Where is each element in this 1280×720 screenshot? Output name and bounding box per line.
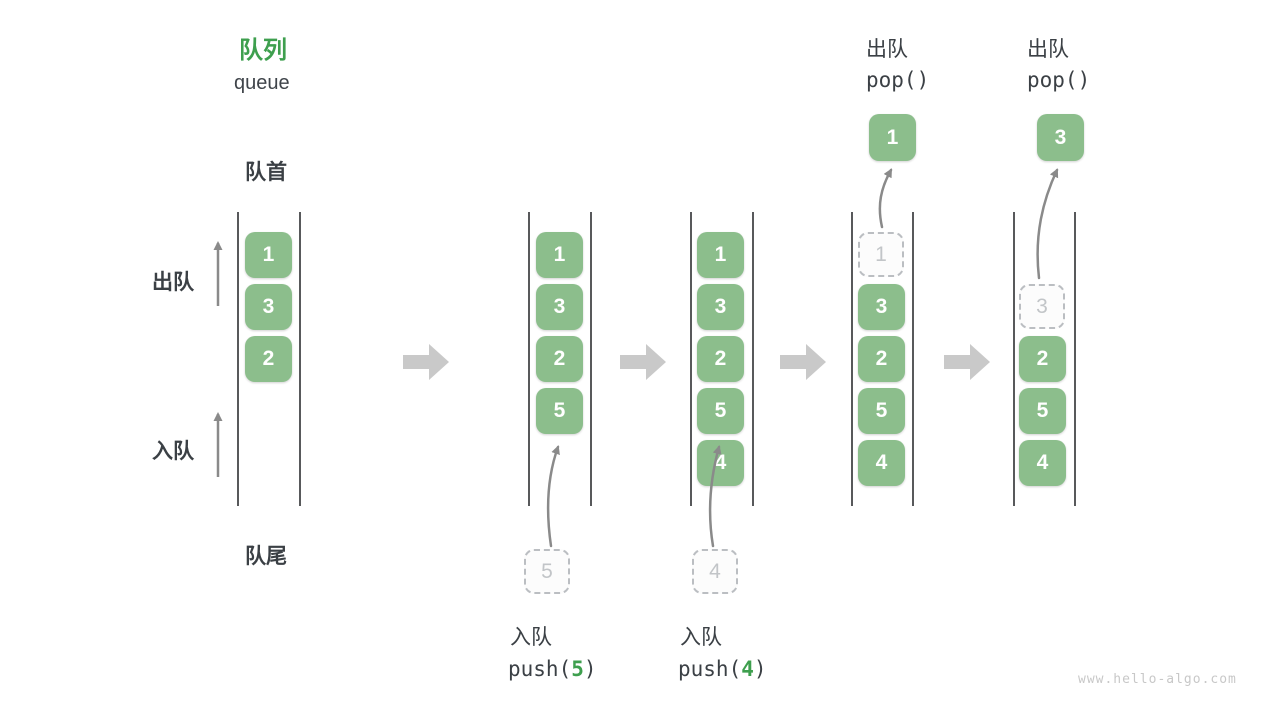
queue-item: 2	[858, 336, 905, 382]
queue-item: 1	[697, 232, 744, 278]
queue-item: 3	[536, 284, 583, 330]
queue-item: 1	[245, 232, 292, 278]
code-arg: 5	[571, 657, 584, 681]
op-code-pop: pop()	[1027, 68, 1091, 92]
queue-item: 2	[245, 336, 292, 382]
queue-item: 5	[536, 388, 583, 434]
queue-wall	[590, 212, 592, 506]
code-pre: push(	[678, 657, 742, 681]
label-queue-rear: 队尾	[245, 545, 287, 568]
queue-item: 2	[697, 336, 744, 382]
queue-item: 2	[536, 336, 583, 382]
queue-item: 5	[697, 388, 744, 434]
queue-item: 3	[697, 284, 744, 330]
code-post: )	[753, 657, 767, 681]
diagram-title-en: queue	[234, 72, 290, 94]
popped-item: 3	[1037, 114, 1084, 161]
op-code-pop: pop()	[866, 68, 930, 92]
step-arrow-icon	[944, 344, 990, 380]
removed-item-ghost: 1	[858, 232, 904, 277]
code-post: )	[583, 657, 597, 681]
op-label-enqueue: 入队	[510, 626, 552, 649]
incoming-item-ghost: 5	[524, 549, 570, 594]
diagram-title-zh: 队列	[239, 37, 287, 64]
queue-item: 4	[697, 440, 744, 486]
pop3-arrow	[1036, 168, 1059, 280]
queue-wall	[912, 212, 914, 506]
pop1-arrow	[878, 168, 893, 229]
popped-item: 1	[869, 114, 916, 161]
label-enqueue-side: 入队	[152, 440, 194, 463]
queue-item: 5	[1019, 388, 1066, 434]
op-label-dequeue: 出队	[866, 38, 908, 61]
watermark: www.hello-algo.com	[1078, 672, 1237, 687]
queue-item: 1	[536, 232, 583, 278]
op-label-enqueue: 入队	[680, 626, 722, 649]
queue-wall	[690, 212, 692, 506]
queue-wall	[851, 212, 853, 506]
queue-wall	[1013, 212, 1015, 506]
push5-arrow	[546, 445, 560, 548]
incoming-item-ghost: 4	[692, 549, 738, 594]
queue-item: 3	[858, 284, 905, 330]
code-arg: 4	[741, 657, 754, 681]
op-code-push4: push(4)	[678, 657, 767, 681]
label-dequeue-side: 出队	[152, 271, 194, 294]
queue-wall	[528, 212, 530, 506]
queue-wall	[299, 212, 301, 506]
step-arrow-icon	[620, 344, 666, 380]
queue-item: 4	[858, 440, 905, 486]
queue-item: 4	[1019, 440, 1066, 486]
queue-wall	[237, 212, 239, 506]
removed-item-ghost: 3	[1019, 284, 1065, 329]
step-arrow-icon	[403, 344, 449, 380]
op-label-dequeue: 出队	[1027, 38, 1069, 61]
queue-wall	[752, 212, 754, 506]
queue-item: 5	[858, 388, 905, 434]
code-pre: push(	[508, 657, 572, 681]
queue-wall	[1074, 212, 1076, 506]
step-arrow-icon	[780, 344, 826, 380]
queue-item: 3	[245, 284, 292, 330]
label-queue-front: 队首	[245, 161, 287, 184]
op-code-push5: push(5)	[508, 657, 597, 681]
queue-item: 2	[1019, 336, 1066, 382]
